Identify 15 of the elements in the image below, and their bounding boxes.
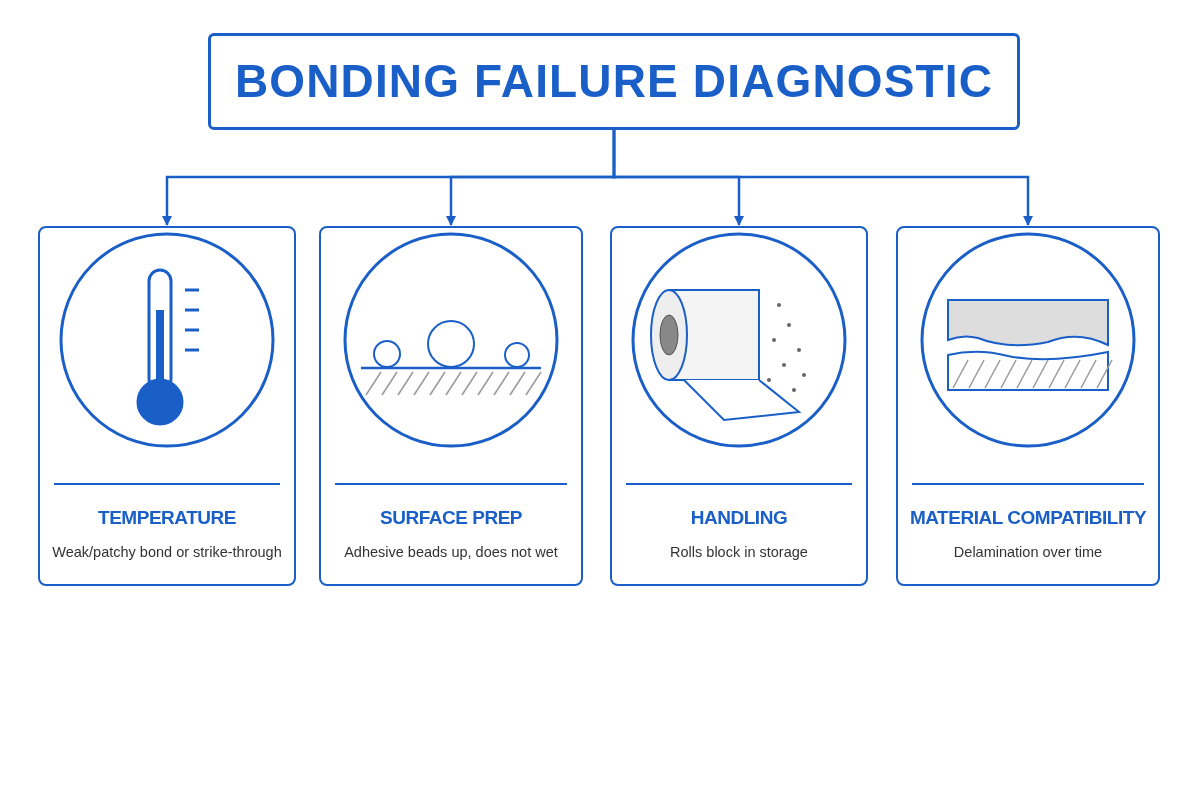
card-description: Adhesive beads up, does not wet [343, 543, 559, 562]
category-card [319, 226, 583, 586]
card-heading: TEMPERATURE [97, 506, 237, 530]
category-card [610, 226, 868, 586]
card-description: Rolls block in storage [669, 543, 809, 562]
card-heading: SURFACE PREP [378, 506, 524, 530]
title-box [208, 33, 1020, 130]
category-card [38, 226, 296, 586]
arrow [612, 130, 1033, 226]
category-card [896, 226, 1160, 586]
card-description: Delamination over time [952, 543, 1104, 562]
title-text: BONDING FAILURE DIAGNOSTIC [234, 54, 994, 109]
card-description: Weak/patchy bond or strike-through [51, 543, 283, 562]
card-heading: MATERIAL COMPATIBILITY [908, 506, 1148, 530]
card-heading: HANDLING [689, 506, 789, 530]
